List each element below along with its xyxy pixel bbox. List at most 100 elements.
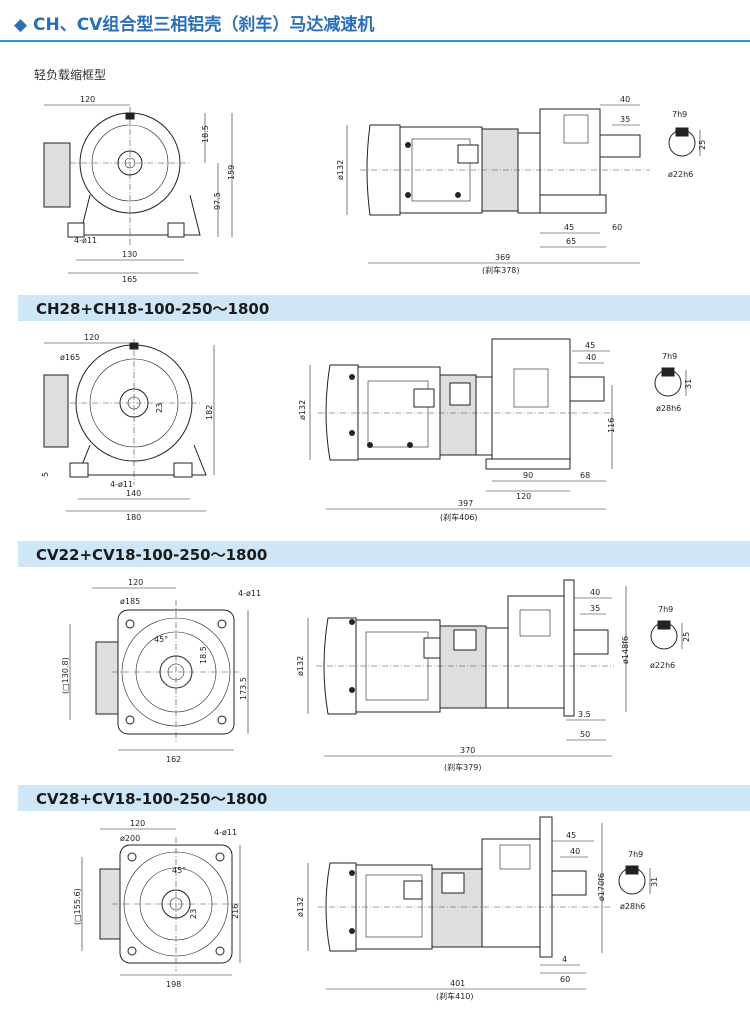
drawing-section-2: 120 ø185 4-ø11 (□130.8) 45° 18.5 173.5 1… bbox=[61, 578, 691, 772]
drawing-section-3: 120 ø200 4-ø11 (□155.6) 45° 23 216 198 ø… bbox=[73, 816, 659, 1001]
dim-motor-dia: ø132 bbox=[298, 400, 307, 420]
key-detail: 7h9 25 ø22h6 bbox=[668, 110, 707, 179]
dim-holes: 4-ø11 bbox=[74, 236, 97, 245]
dim-top-width: 120 bbox=[128, 578, 143, 587]
dim-len-a: 90 bbox=[523, 471, 533, 480]
dim-key-height: 31 bbox=[684, 379, 693, 389]
front-view: 120 ø200 4-ø11 (□155.6) 45° 23 216 198 bbox=[73, 819, 241, 989]
key-detail: 7h9 25 ø22h6 bbox=[650, 605, 691, 670]
dim-shaft: ø22h6 bbox=[650, 661, 675, 670]
dim-hole-span: 140 bbox=[126, 489, 141, 498]
title-rule bbox=[0, 40, 750, 42]
section-band-3: CV28+CV18-100-250～1800 bbox=[18, 785, 750, 811]
dim-total-brake: (刹车410) bbox=[436, 991, 474, 1001]
dim-key: 7h9 bbox=[628, 850, 643, 859]
dim-len-b: 50 bbox=[580, 730, 590, 739]
drawing-section-1: 120 ø165 23 182 5 4-ø11 140 180 ø132 45 … bbox=[41, 333, 693, 522]
dim-shaft-len2: 40 bbox=[586, 353, 596, 362]
dim-total: 401 bbox=[450, 979, 465, 988]
dim-shaft-len2: 35 bbox=[620, 115, 630, 124]
subtitle: 轻负载缩框型 bbox=[34, 68, 107, 82]
section-heading: CV28+CV18-100-250～1800 bbox=[36, 790, 268, 808]
dim-len-a: 45 bbox=[564, 223, 574, 232]
dim-shaft-len2: 35 bbox=[590, 604, 600, 613]
dim-dia: ø200 bbox=[120, 834, 140, 843]
dim-len-a: 4 bbox=[562, 955, 567, 964]
dim-dia: ø165 bbox=[60, 353, 80, 362]
key-detail: 7h9 31 ø28h6 bbox=[618, 850, 659, 911]
dim-key-height: 25 bbox=[682, 632, 691, 642]
diamond-icon: ◆ bbox=[14, 15, 28, 35]
dim-height-a: 23 bbox=[155, 403, 164, 413]
drawing-section-0: 120 18.5 97.5 159 4-ø11 130 165 ø132 40 … bbox=[43, 95, 707, 284]
dim-shaft: ø22h6 bbox=[668, 170, 693, 179]
dim-overall-h: 216 bbox=[231, 904, 240, 919]
dim-motor-dia: ø132 bbox=[296, 656, 305, 676]
dim-shaft-len: 40 bbox=[590, 588, 600, 597]
dim-len-c: 120 bbox=[516, 492, 531, 501]
dim-total-brake: (刹车379) bbox=[444, 762, 482, 772]
front-view: 120 ø165 23 182 5 4-ø11 140 180 bbox=[41, 333, 215, 522]
dim-total-brake: (刹车406) bbox=[440, 512, 478, 522]
dim-total-brake: (刹车378) bbox=[482, 265, 520, 275]
dim-motor-dia: ø132 bbox=[296, 897, 305, 917]
section-heading: CH28+CH18-100-250～1800 bbox=[36, 300, 270, 318]
dim-len-b: 65 bbox=[566, 237, 576, 246]
key-detail: 7h9 31 ø28h6 bbox=[654, 352, 693, 413]
dim-flange-dia: ø148f6 bbox=[621, 636, 630, 664]
dim-key-height: 31 bbox=[650, 877, 659, 887]
front-view: 120 18.5 97.5 159 4-ø11 130 165 bbox=[43, 95, 236, 284]
dim-key: 7h9 bbox=[662, 352, 677, 361]
dim-overall-h: 173.5 bbox=[239, 677, 248, 700]
section-band-2: CV22+CV18-100-250～1800 bbox=[18, 541, 750, 567]
section-band-1: CH28+CH18-100-250～1800 bbox=[18, 295, 750, 321]
dim-len-b: 60 bbox=[560, 975, 570, 984]
section-heading: CV22+CV18-100-250～1800 bbox=[36, 546, 268, 564]
dim-total: 370 bbox=[460, 746, 475, 755]
dim-motor-dia: ø132 bbox=[336, 160, 345, 180]
dim-overall-h: 159 bbox=[227, 165, 236, 180]
dim-key: 7h9 bbox=[658, 605, 673, 614]
dim-total: 369 bbox=[495, 253, 510, 262]
dim-height-a: 23 bbox=[189, 909, 198, 919]
dim-shaft: ø28h6 bbox=[620, 902, 645, 911]
page-title-text: CH、CV组合型三相铝壳（刹车）马达减速机 bbox=[33, 15, 375, 35]
dim-angle: 45° bbox=[154, 635, 168, 644]
side-view: ø132 40 35 ø148f6 3.5 50 370 (刹车379) bbox=[296, 579, 630, 772]
dim-shaft-len: 45 bbox=[585, 341, 595, 350]
dim-top-width: 120 bbox=[84, 333, 99, 342]
dim-dia: ø185 bbox=[120, 597, 140, 606]
dim-base-width: 180 bbox=[126, 513, 141, 522]
dim-flange-dia: ø170f6 bbox=[597, 873, 606, 901]
side-view: ø132 45 40 116 90 68 120 397 (刹车406) bbox=[298, 338, 616, 522]
side-view: ø132 40 35 45 65 60 369 (刹车378) bbox=[336, 95, 650, 275]
side-view: ø132 45 40 ø170f6 4 60 401 (刹车410) bbox=[296, 816, 612, 1001]
dim-shaft: ø28h6 bbox=[656, 404, 681, 413]
dim-top-width: 120 bbox=[80, 95, 95, 104]
dim-holes: 4-ø11 bbox=[238, 589, 261, 598]
dim-key: 7h9 bbox=[672, 110, 687, 119]
dim-foot-h: 5 bbox=[41, 472, 50, 477]
front-view: 120 ø185 4-ø11 (□130.8) 45° 18.5 173.5 1… bbox=[61, 578, 261, 764]
dim-holes: 4-ø11 bbox=[110, 480, 133, 489]
dim-hole-span: 130 bbox=[122, 250, 137, 259]
dim-base-width: 162 bbox=[166, 755, 181, 764]
dim-shaft-h: 116 bbox=[607, 418, 616, 433]
dim-len-a: 3.5 bbox=[578, 710, 591, 719]
dim-square: (□130.8) bbox=[61, 657, 70, 694]
dim-square: (□155.6) bbox=[73, 888, 82, 925]
dim-height-a: 18.5 bbox=[199, 646, 208, 664]
dim-height-a: 18.5 bbox=[201, 125, 210, 143]
dim-height-b: 97.5 bbox=[213, 192, 222, 210]
dim-angle: 45° bbox=[172, 866, 186, 875]
dim-key-height: 25 bbox=[698, 140, 707, 150]
dim-base-width: 165 bbox=[122, 275, 137, 284]
dim-shaft-len: 40 bbox=[620, 95, 630, 104]
dim-len-b: 68 bbox=[580, 471, 590, 480]
dim-top-width: 120 bbox=[130, 819, 145, 828]
dim-shaft-len2: 40 bbox=[570, 847, 580, 856]
dim-total: 397 bbox=[458, 499, 473, 508]
dim-len-c: 60 bbox=[612, 223, 622, 232]
dim-shaft-len: 45 bbox=[566, 831, 576, 840]
dim-holes: 4-ø11 bbox=[214, 828, 237, 837]
